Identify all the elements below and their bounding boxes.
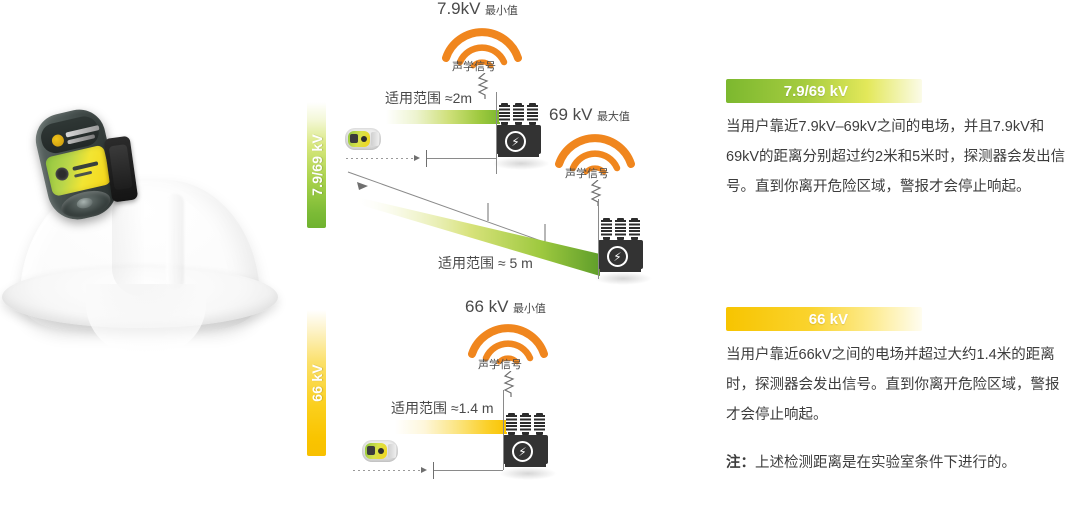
scale-bar-7.9-69kv: 7.9/69 kV (307, 102, 326, 228)
detector-icon-lower (362, 440, 398, 462)
detector-label-line-2 (74, 170, 93, 178)
measure-dash-2m (346, 158, 414, 159)
diagonal-beam-5m-group (347, 171, 601, 276)
detector-brand-icon (50, 133, 66, 148)
label-acoustic-signal: 声学信号 (478, 359, 522, 371)
insulator (513, 103, 524, 125)
antenna-lead-icon (476, 72, 492, 104)
chip-7.9-69kv: 7.9/69 kV (726, 79, 922, 103)
insulator (527, 103, 538, 125)
acoustic-waves-icon (440, 22, 524, 69)
transformer-shadow (492, 157, 550, 170)
insulator (534, 413, 545, 435)
acoustic-waves-icon (466, 318, 550, 365)
lightning-bolt-icon: ⚡ (512, 441, 533, 462)
lightning-bolt-icon: ⚡ (505, 131, 526, 152)
description-7.9-69kv: 当用户靠近7.9kV–69kV之间的电场，并且7.9kV和69kV的距离分别超过… (726, 119, 1066, 195)
insulator (499, 103, 510, 125)
footnote: 注：上述检测距离是在实验室条件下进行的。 (726, 448, 1066, 478)
insulator (506, 413, 517, 435)
transformer-base (600, 269, 641, 272)
qualifier-max: 最大值 (596, 111, 630, 123)
product-photo (0, 88, 300, 368)
label-acoustic-signal: 声学信号 (452, 61, 496, 73)
info-panel: 7.9/69 kV 当用户靠近7.9kV–69kV之间的电场，并且7.9kV和6… (712, 0, 1080, 508)
detector-icon-upper (345, 128, 381, 150)
helmet-neck-shadow (86, 284, 206, 354)
measure-tick-start (433, 462, 434, 479)
qualifier-min: 最小值 (512, 303, 546, 315)
detector-sensor-dot (54, 166, 70, 182)
measure-tick-start (426, 150, 427, 167)
measure-arrow-1.4m (421, 466, 427, 473)
chip-label: 66 kV (808, 310, 848, 328)
value-7.9kv: 7.9kV (437, 0, 481, 18)
detector-speaker (371, 132, 379, 146)
insulator (601, 218, 612, 240)
detector-screen (350, 134, 358, 143)
value-66kv: 66 kV (465, 297, 509, 316)
scale-bar-66kv: 66 kV (307, 310, 326, 456)
insulator (520, 413, 531, 435)
transformer-shadow (499, 467, 557, 480)
pole-line-3 (503, 390, 504, 470)
pole-line-1 (496, 92, 497, 174)
transformer-icon-3: ⚡ (499, 413, 557, 481)
label-66kv-min: 66 kV 最小值 (465, 297, 546, 317)
label-69kv-max: 69 kV 最大值 (549, 105, 630, 125)
qualifier-min: 最小值 (484, 5, 518, 17)
detector-label-line-1 (72, 161, 99, 171)
detection-range-diagram: 7.9kV 最小值 声学信号 适用范围 ≈2m ⚡ (300, 0, 700, 508)
label-range-1.4m: 适用范围 ≈1.4 m (391, 400, 494, 416)
antenna-lead-icon (589, 179, 605, 211)
helmet-crest (166, 194, 184, 290)
voltage-detector-device (30, 103, 139, 228)
pole-line-2 (598, 199, 599, 279)
measure-rule-1.4m (433, 470, 503, 471)
label-7.9kv-min: 7.9kV 最小值 (437, 0, 518, 19)
transformer-base (498, 154, 539, 157)
lightning-bolt-icon: ⚡ (607, 246, 628, 267)
detector-knob (361, 136, 367, 142)
transformer-base (505, 464, 546, 467)
chip-label: 7.9/69 kV (783, 82, 848, 100)
insulator (629, 218, 640, 240)
antenna-lead-icon (502, 370, 518, 402)
footnote-prefix: 注： (726, 455, 755, 471)
label-acoustic-signal: 声学信号 (565, 168, 609, 180)
transformer-icon-1: ⚡ (492, 103, 550, 171)
insulator (615, 218, 626, 240)
label-range-2m: 适用范围 ≈2m (385, 90, 473, 106)
detection-beam-2m (386, 110, 500, 124)
transformer-icon-2: ⚡ (594, 218, 652, 286)
detector-knob (378, 448, 384, 454)
acoustic-waves-icon (553, 128, 637, 175)
chip-66kv: 66 kV (726, 307, 922, 331)
value-69kv: 69 kV (549, 105, 593, 124)
measure-rule-2m (426, 158, 496, 159)
detector-speaker (388, 444, 396, 458)
detection-beam-1.4m (395, 420, 507, 434)
detector-screen (367, 446, 375, 455)
measure-arrow-2m (414, 154, 420, 161)
measure-dash-1.4m (353, 470, 421, 471)
footnote-body: 上述检测距离是在实验室条件下进行的。 (755, 455, 1016, 471)
transformer-shadow (594, 272, 652, 285)
label-range-5m: 适用范围 ≈ 5 m (438, 255, 533, 271)
description-66kv: 当用户靠近66kV之间的电场并超过大约1.4米的距离时，探测器会发出信号。直到你… (726, 347, 1060, 423)
